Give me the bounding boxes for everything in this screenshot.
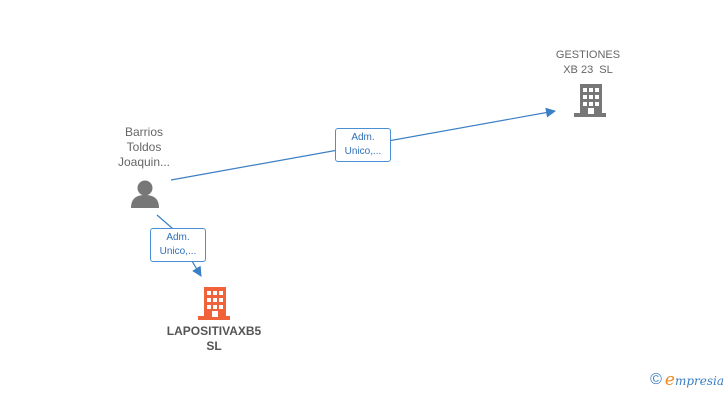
building-icon-gestiones[interactable]: [574, 84, 606, 117]
edge-label-line: Adm.: [351, 132, 375, 143]
empresia-watermark[interactable]: © empresia: [650, 370, 724, 390]
brand-name-rest: mpresia: [674, 373, 724, 388]
edge-label-person-to-lapositivaxb5[interactable]: Adm. Unico,...: [150, 228, 206, 262]
edge-label-line: Adm.: [166, 232, 190, 243]
edge-label-line: Unico,...: [159, 246, 197, 257]
node-label-line: SL: [206, 339, 222, 353]
node-label-line: Barrios: [124, 125, 163, 139]
node-label-line: XB 23 SL: [563, 64, 613, 76]
node-label-gestiones[interactable]: GESTIONES XB 23 SL: [542, 48, 634, 78]
node-label-line: LAPOSITIVAXB5: [166, 324, 262, 338]
copyright-icon: ©: [650, 371, 662, 388]
node-label-line: Joaquin...: [117, 155, 171, 169]
edge-label-person-to-gestiones[interactable]: Adm. Unico,...: [335, 128, 391, 162]
node-label-line: GESTIONES: [555, 49, 621, 61]
building-icon-lapositivaxb5[interactable]: [198, 287, 230, 320]
node-label-line: Toldos: [126, 140, 162, 154]
node-label-lapositivaxb5[interactable]: LAPOSITIVAXB5 SL: [150, 324, 278, 354]
person-icon[interactable]: [131, 180, 159, 209]
edge-label-line: Unico,...: [344, 146, 382, 157]
empresia-logo: empresia: [665, 371, 724, 390]
node-label-person[interactable]: Barrios Toldos Joaquin...: [102, 125, 186, 170]
brand-initial: e: [664, 369, 675, 390]
